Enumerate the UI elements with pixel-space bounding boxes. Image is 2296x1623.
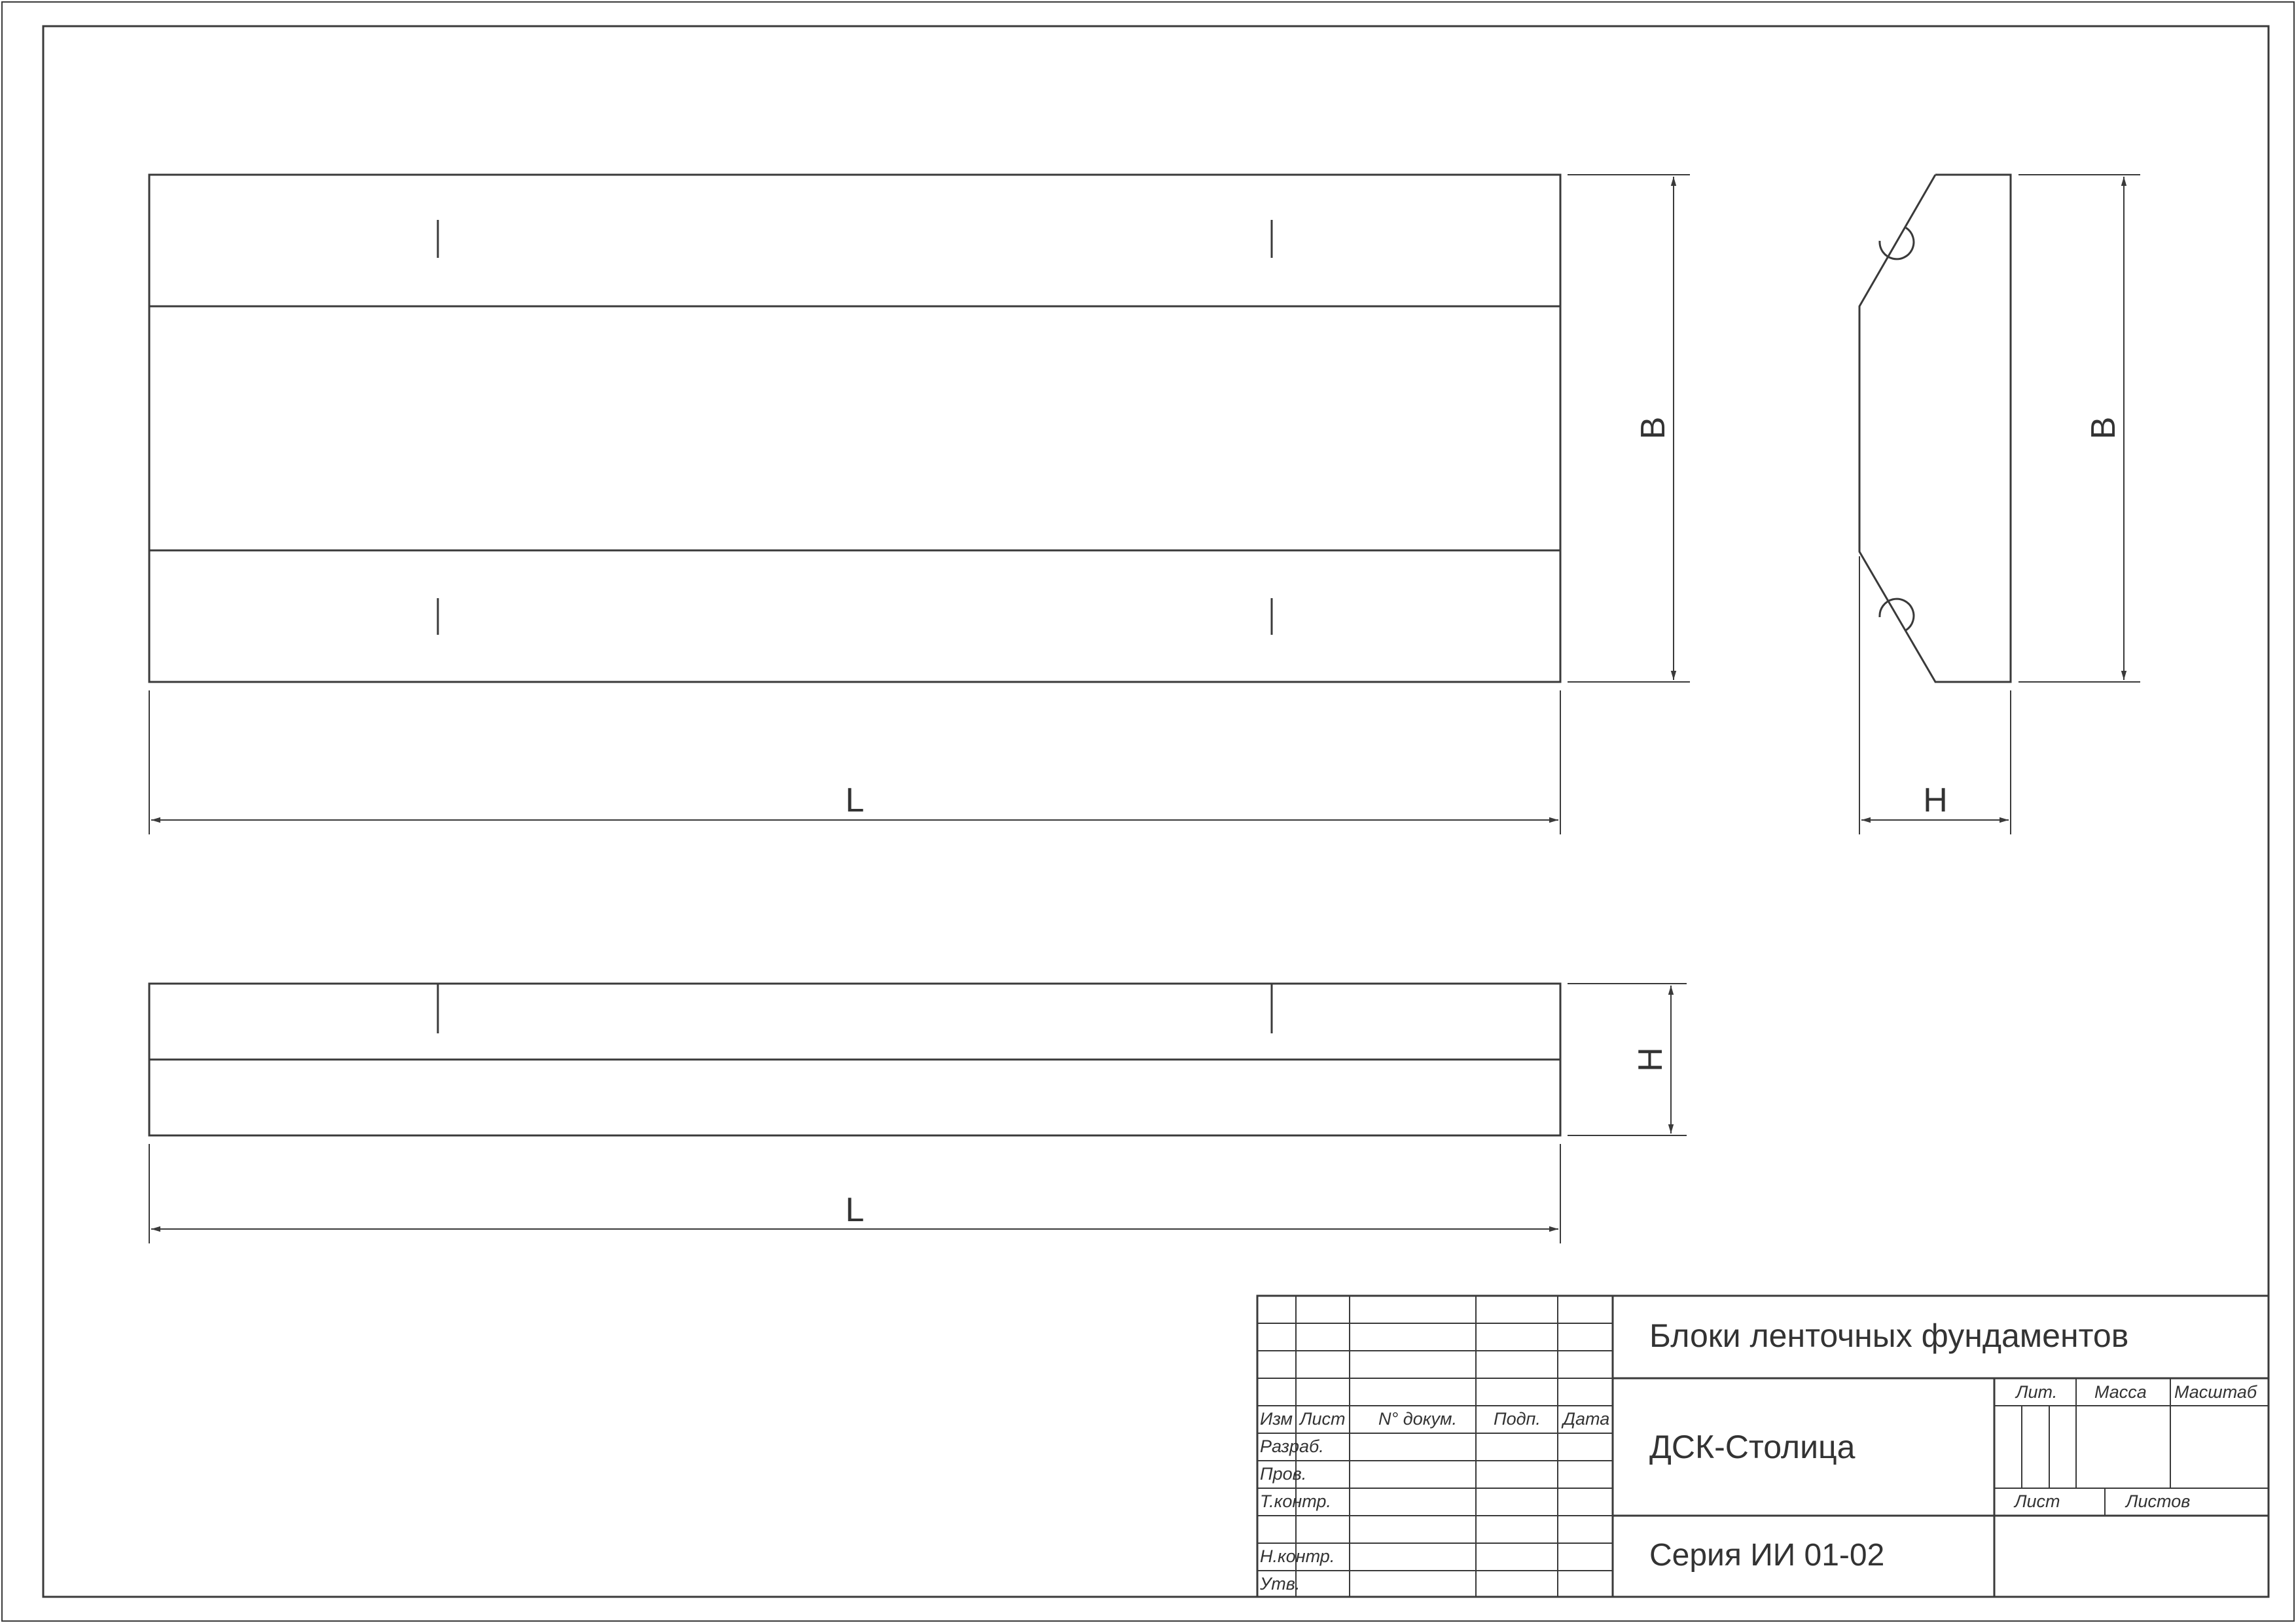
elevation-dim-h-label: H	[1632, 1047, 1670, 1072]
role-nkontr: Н.контр.	[1260, 1546, 1335, 1566]
stamp-masshtab: Масштаб	[2174, 1382, 2257, 1402]
role-tkontr: Т.контр.	[1260, 1491, 1331, 1511]
elevation-view	[148, 982, 1562, 1137]
plan-view	[148, 173, 1562, 683]
elevation-dimension-l: L	[149, 1144, 1561, 1243]
stamp-massa: Масса	[2094, 1382, 2147, 1402]
elevation-dim-l-label: L	[846, 1191, 865, 1229]
header-sign: Подп.	[1494, 1409, 1541, 1429]
stamp-sheet: Лист	[2013, 1491, 2060, 1511]
side-dimension-b: B	[2018, 174, 2140, 683]
side-dim-h-label: H	[1923, 781, 1948, 819]
stamp-sheets: Листов	[2125, 1491, 2190, 1511]
side-view	[1858, 173, 2012, 683]
role-razrab: Разраб.	[1260, 1436, 1324, 1456]
stamp-lit: Лит.	[2015, 1382, 2057, 1402]
title-block: Блоки ленточных фундаментов ДСК-Столица …	[1256, 1294, 2270, 1598]
drawing-frame	[42, 25, 2270, 1598]
role-utv: Утв.	[1259, 1574, 1300, 1594]
drawing-title: Блоки ленточных фундаментов	[1649, 1317, 2128, 1354]
side-dimension-h: H	[1859, 556, 2011, 834]
header-doc: N° докум.	[1378, 1409, 1457, 1429]
plan-dim-b-label: B	[1634, 417, 1672, 440]
series-name: Серия ИИ 01-02	[1649, 1538, 1884, 1573]
plan-dim-l-label: L	[846, 781, 865, 819]
header-date: Дата	[1561, 1409, 1609, 1429]
role-prov: Пров.	[1260, 1464, 1306, 1484]
plan-dimension-l: L	[149, 690, 1561, 834]
plan-dimension-b: B	[1568, 174, 1690, 683]
side-dim-b-label: B	[2085, 417, 2123, 440]
organization-name: ДСК-Столица	[1649, 1429, 1856, 1465]
elevation-dimension-h: H	[1568, 983, 1687, 1136]
header-list: Лист	[1299, 1409, 1346, 1429]
header-izm: Изм	[1260, 1409, 1293, 1429]
